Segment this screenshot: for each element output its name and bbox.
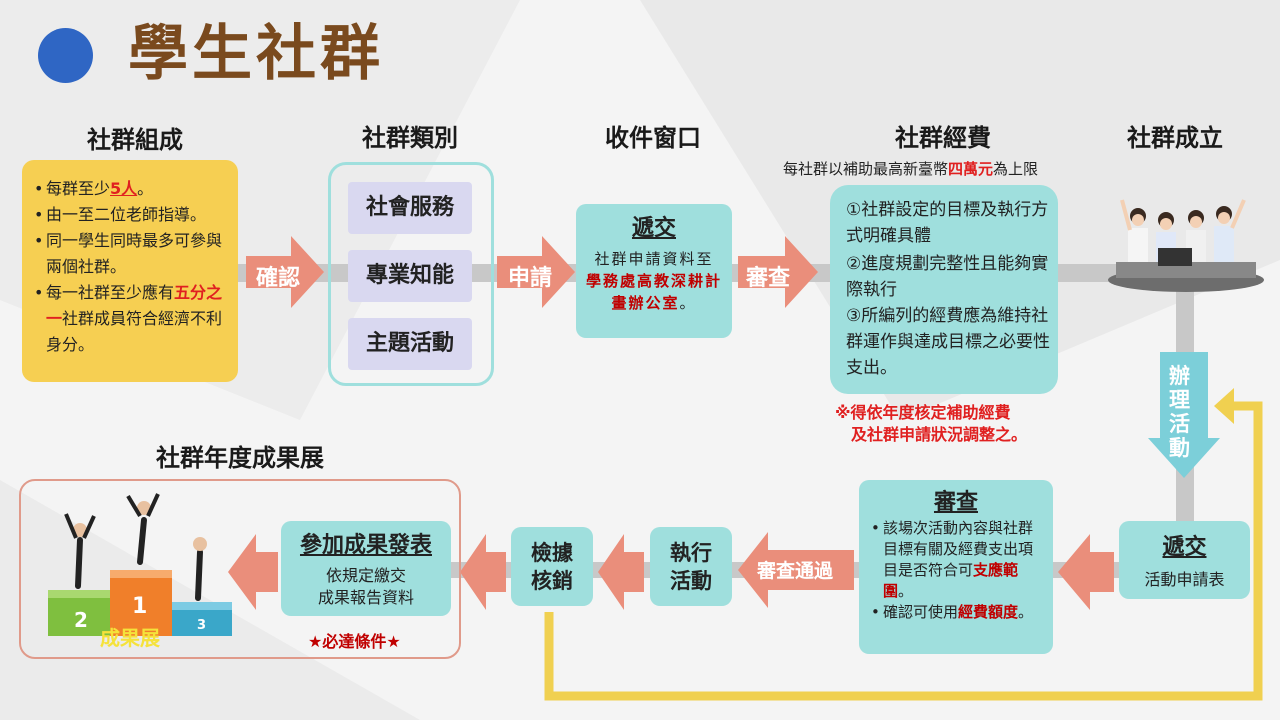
confirm-label: 確認 [256,266,301,291]
heading-established: 社群成立 [1127,124,1223,152]
heading-funding: 社群經費 [895,124,991,152]
submit-body: 社群申請資料至學務處高教深耕計畫辦公室。 [586,250,723,312]
heading-annual: 社群年度成果展 [156,444,324,472]
composition-box: 每群至少5人。 由一至二位老師指導。 同一學生同時最多可參與兩個社群。 每一社群… [22,160,238,382]
presentation-body-2: 成果報告資料 [317,588,414,607]
activity-label: 辦理活動 [1169,364,1190,460]
outcome-exhibition-frame [19,479,461,659]
activity-down-arrow [1148,352,1220,478]
criterion-2: ②進度規劃完整性且能夠實際執行 [846,254,1049,300]
review-label: 審查 [746,266,791,291]
category-frame [328,162,494,386]
left-arrow-3 [460,534,506,610]
heading-window: 收件窗口 [605,124,701,152]
category-social-service: 社會服務 [348,182,472,234]
review-pass-arrow [738,532,854,608]
category-theme-activity: 主題活動 [348,318,472,370]
composition-item-2: 由一至二位老師指導。 [34,202,232,228]
funding-cap-note: 每社群以補助最高新臺幣四萬元為上限 [783,160,1039,178]
left-arrow-4 [228,534,278,610]
verify-reimbursement-box: 檢據核銷 [511,527,593,606]
submit-title: 遞交 [631,216,676,241]
submit-application-box: 遞交 社群申請資料至學務處高教深耕計畫辦公室。 [576,204,732,338]
review-title: 審查 [933,490,978,515]
loop-arrow [544,388,1263,701]
presentation-title: 參加成果發表 [299,533,432,558]
review-item-2: 確認可使用經費額度。 [871,602,1047,623]
students-celebrating-image [1108,199,1264,292]
review-pass-label: 審查通過 [757,560,834,582]
podium-label: 成果展 [100,626,160,650]
required-condition: ★必達條件★ [308,632,401,651]
presentation-box: 參加成果發表 依規定繳交 成果報告資料 [281,521,451,616]
podium-second: 2 [74,608,88,632]
apply-arrow [497,236,575,308]
submit2-title: 遞交 [1162,535,1207,560]
podium-image [48,493,232,636]
category-professional: 專業知能 [348,250,472,302]
left-arrow-1 [1058,534,1114,610]
review-item-1: 該場次活動內容與社群目標有關及經費支出項目是否符合可支應範圍。 [871,518,1047,602]
submit2-body: 活動申請表 [1144,570,1225,589]
composition-item-3: 同一學生同時最多可參與兩個社群。 [34,228,232,280]
composition-item-1: 每群至少5人。 [34,176,232,202]
podium-first: 1 [132,594,148,619]
confirm-arrow [246,236,324,308]
presentation-body-1: 依規定繳交 [325,566,406,585]
funding-criteria-box: ①社群設定的目標及執行方式明確具體 ②進度規劃完整性且能夠實際執行 ③所編列的經… [830,185,1058,394]
criterion-1: ①社群設定的目標及執行方式明確具體 [846,200,1049,246]
funding-remark: ※得依年度核定補助經費 及社群申請狀況調整之。 [835,403,1028,444]
title-bullet-dot [38,28,93,83]
composition-item-4: 每一社群至少應有五分之一社群成員符合經濟不利身分。 [34,280,232,358]
criterion-3: ③所編列的經費應為維持社群運作與達成目標之必要性支出。 [846,306,1050,378]
page-title: 學生社群 [128,19,384,89]
review-box: 審查 該場次活動內容與社群目標有關及經費支出項目是否符合可支應範圍。 確認可使用… [859,480,1053,654]
apply-label: 申請 [508,266,553,291]
heading-category: 社群類別 [362,124,458,152]
review-arrow [738,236,818,308]
heading-composition: 社群組成 [87,126,183,154]
execute-activity-box: 執行活動 [650,527,732,606]
podium-third: 3 [197,618,207,633]
submit-activity-box: 遞交 活動申請表 [1119,521,1250,599]
left-arrow-2 [598,534,644,610]
